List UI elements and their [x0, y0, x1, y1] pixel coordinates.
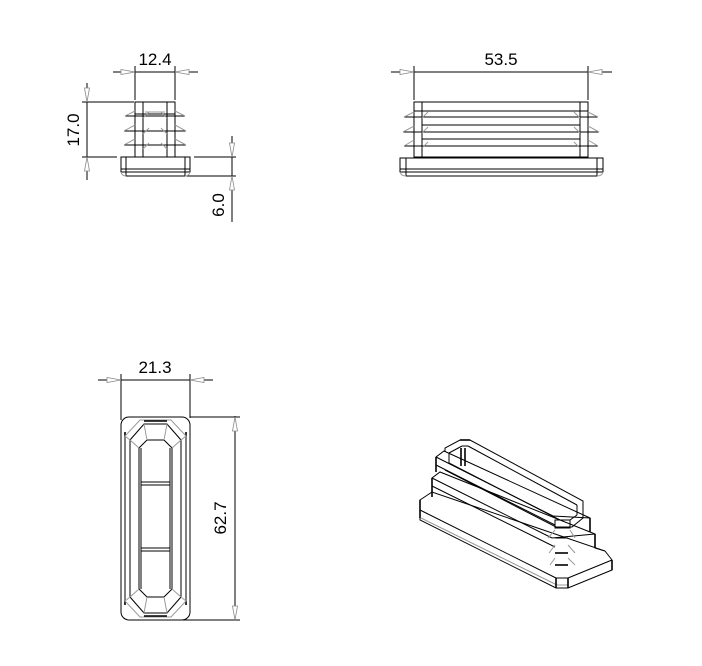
- dim-label-12-4: 12.4: [138, 50, 171, 69]
- front-view-part: [399, 101, 604, 177]
- dim-label-6-0: 6.0: [209, 193, 228, 217]
- dim-label-62-7: 62.7: [211, 501, 230, 534]
- dimension-length-62-7: 62.7: [130, 416, 240, 621]
- dimension-length-53-5: 53.5: [391, 50, 612, 100]
- top-view-part: [120, 416, 191, 621]
- side-view-part: [120, 101, 191, 177]
- side-view: 12.4 17.0 6.0: [64, 50, 236, 222]
- dimension-width-12-4: 12.4: [113, 50, 198, 100]
- isometric-view: [419, 439, 613, 589]
- dim-label-21-3: 21.3: [138, 358, 171, 377]
- dimension-cap-6-0: 6.0: [186, 136, 236, 222]
- dimension-width-21-3: 21.3: [98, 358, 213, 420]
- dim-label-17-0: 17.0: [64, 113, 83, 146]
- front-view: 53.5: [391, 50, 612, 177]
- dim-label-53-5: 53.5: [484, 50, 517, 69]
- dimension-height-17-0: 17.0: [64, 83, 134, 180]
- top-view: 21.3 62.7: [98, 358, 240, 621]
